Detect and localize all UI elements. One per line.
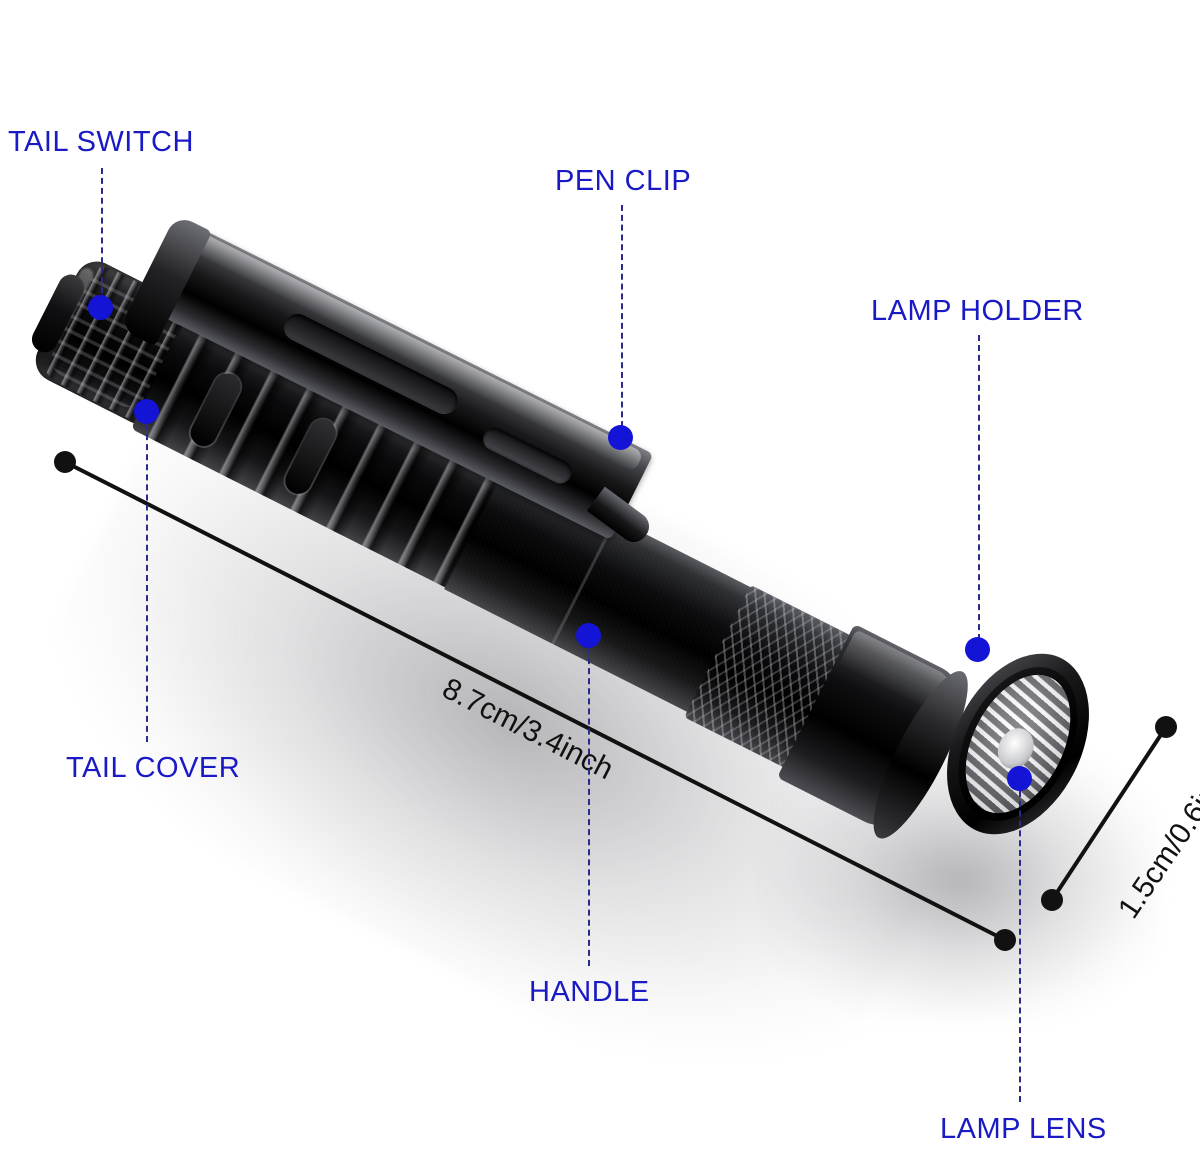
callout-label-tail-switch: TAIL SWITCH <box>8 126 194 158</box>
callout-label-pen-clip: PEN CLIP <box>555 165 692 197</box>
marker-dot-tail-cover[interactable] <box>134 399 159 424</box>
callout-label-lamp-lens: LAMP LENS <box>940 1113 1107 1145</box>
marker-dot-tail-switch[interactable] <box>88 295 113 320</box>
callout-label-handle: HANDLE <box>529 976 650 1008</box>
marker-dot-handle[interactable] <box>576 623 601 648</box>
marker-dot-pen-clip[interactable] <box>608 425 633 450</box>
leader-line-tail-switch <box>101 168 103 303</box>
callout-label-lamp-holder: LAMP HOLDER <box>871 295 1084 327</box>
leader-line-tail-cover <box>146 424 148 742</box>
leader-line-handle <box>588 648 590 966</box>
callout-label-tail-cover: TAIL COVER <box>66 752 241 784</box>
leader-line-pen-clip <box>621 205 623 437</box>
leader-line-lamp-lens <box>1019 791 1021 1102</box>
leader-line-lamp-holder <box>978 335 980 650</box>
marker-dot-lamp-holder[interactable] <box>965 637 990 662</box>
marker-dot-lamp-lens[interactable] <box>1007 766 1032 791</box>
